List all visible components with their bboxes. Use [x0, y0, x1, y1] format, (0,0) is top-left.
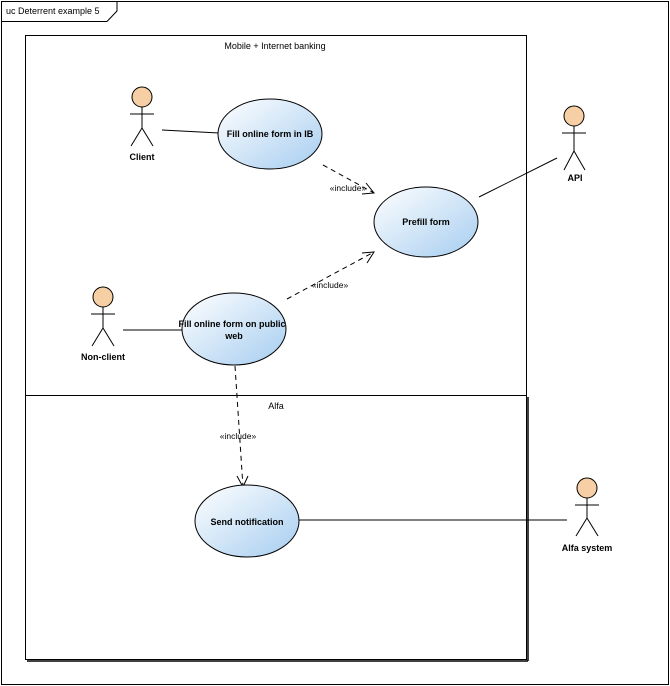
actor-non-client[interactable] [91, 286, 115, 347]
frame-title: uc Deterrent example 5 [6, 6, 100, 16]
use-case-fill-public-label-line2: web [224, 331, 243, 341]
include-label-1: «include» [330, 183, 367, 193]
use-case-fill-public-label-line1: Fill online form on public [179, 319, 286, 329]
actor-non-client-head [92, 286, 114, 308]
actor-api[interactable] [562, 105, 586, 171]
association-prefill-api[interactable] [478, 157, 558, 198]
associations [123, 129, 567, 521]
use-case-fill-ib[interactable]: Fill online form in IB [217, 98, 323, 170]
boundary-mobile-label: Mobile + Internet banking [224, 41, 325, 51]
actor-client-head [131, 86, 153, 108]
boundary-alfa-label: Alfa [268, 401, 284, 411]
frame-title-tab [1, 1, 118, 22]
actor-alfa-system-label: Alfa system [562, 543, 613, 553]
use-case-prefill-form[interactable]: Prefill form [373, 186, 479, 258]
boundary-alfa[interactable] [25, 395, 527, 660]
actor-non-client-label: Non-client [81, 352, 125, 362]
association-client-fill-ib[interactable] [161, 129, 220, 134]
include-label-3: «include» [220, 431, 257, 441]
actor-alfa-system[interactable] [575, 477, 599, 537]
use-case-send-notification-label: Send notification [211, 517, 284, 527]
use-case-prefill-label: Prefill form [402, 217, 450, 227]
include-arrow-ib-prefill[interactable] [322, 164, 375, 194]
use-case-fill-public-web[interactable]: Fill online form on public web [179, 292, 287, 366]
actor-alfa-system-head [576, 477, 598, 499]
actor-client-label: Client [129, 152, 154, 162]
include-relations [234, 164, 375, 489]
actor-client[interactable] [130, 86, 154, 147]
include-arrow-public-notification[interactable] [234, 365, 244, 488]
include-label-2: «include» [312, 280, 349, 290]
use-case-send-notification[interactable]: Send notification [194, 484, 300, 558]
actor-api-label: API [567, 173, 582, 183]
use-case-fill-ib-label: Fill online form in IB [227, 129, 314, 139]
include-arrow-public-prefill[interactable] [286, 251, 375, 300]
actor-api-head [563, 105, 585, 127]
